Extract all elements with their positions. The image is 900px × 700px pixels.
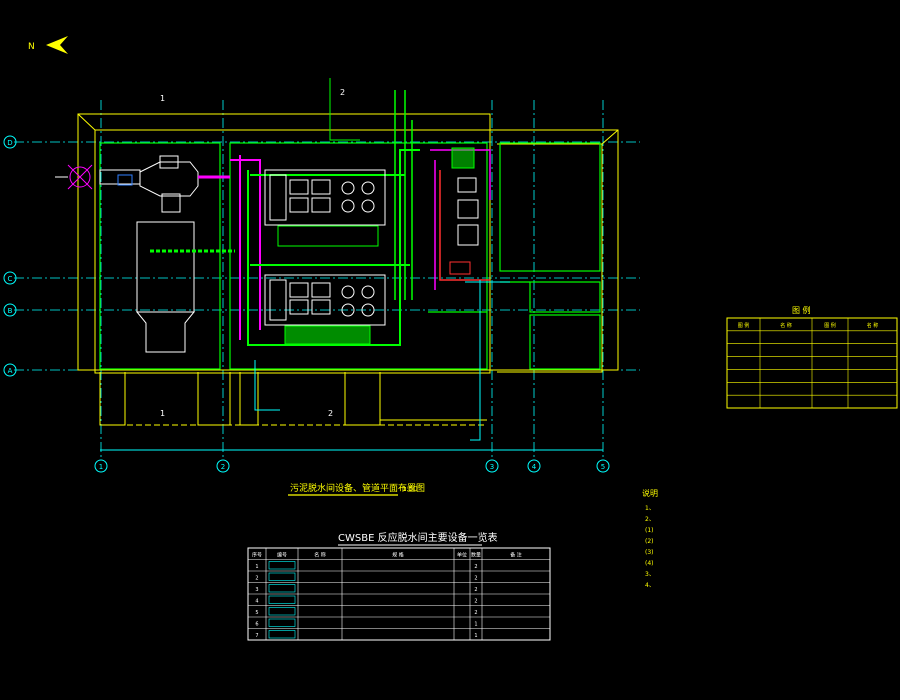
- equipment-cell: 7: [255, 633, 258, 639]
- section-mark: 1: [160, 94, 165, 103]
- note-line: 2、: [645, 516, 655, 523]
- grid-row-label: B: [8, 307, 13, 315]
- legend-header: 图 例: [824, 322, 836, 329]
- note-line: 4、: [645, 582, 655, 589]
- grid-col-label: 2: [221, 463, 225, 471]
- equipment-tag: [268, 618, 296, 627]
- legend-header: 名 称: [867, 322, 879, 329]
- equipment-cell: 2: [474, 575, 477, 581]
- legend-header: 名 称: [780, 322, 792, 329]
- equipment-header: 数量: [471, 551, 481, 558]
- equipment-header: 规 格: [392, 551, 404, 558]
- note-line: (1): [645, 527, 654, 534]
- note-line: (2): [645, 538, 654, 545]
- equipment-cell: 5: [255, 610, 258, 616]
- grid-col-label: 5: [601, 463, 605, 471]
- note-line: 1、: [645, 505, 655, 512]
- foundation-outline: [99, 372, 487, 426]
- equipment-header: 单位: [457, 551, 467, 558]
- notes-title: 说明: [642, 488, 658, 498]
- equipment-cell: 2: [474, 610, 477, 616]
- grid-lines: D C B A 1 2 3 4 5: [3, 100, 640, 473]
- equipment-cell: 2: [474, 598, 477, 604]
- grid-col-label: 4: [532, 463, 537, 471]
- grid-col-label: 1: [99, 463, 103, 471]
- grid-row-label: D: [7, 139, 12, 147]
- equipment-tag: [268, 607, 296, 616]
- plan-title: 污泥脱水间设备、管道平面布置图: [290, 482, 425, 494]
- equipment-header: 序号: [252, 551, 262, 558]
- note-line: (3): [645, 549, 654, 556]
- equipment-tag: [268, 630, 296, 639]
- equipment-cell: 1: [474, 621, 477, 627]
- equipment-header: 名 称: [314, 551, 326, 558]
- note-line: (4): [645, 560, 654, 567]
- dewatering-machine-upper: [264, 169, 386, 247]
- equipment-cell: 1: [474, 633, 477, 639]
- equipment-cell: 4: [255, 598, 258, 604]
- equipment-cell: 1: [255, 564, 258, 570]
- legend-table: 图 例 图 例名 称图 例名 称: [726, 305, 898, 409]
- equipment-table-title: CWSBE 反应脱水间主要设备一览表: [338, 531, 498, 544]
- equipment-cell: 2: [255, 575, 258, 581]
- grid-row-label: C: [8, 275, 13, 283]
- equipment-cell: 6: [255, 621, 258, 627]
- equipment-tag: [268, 561, 296, 570]
- section-mark: 2: [340, 88, 345, 97]
- blower-unit: [55, 155, 230, 213]
- plan-title-block: 污泥脱水间设备、管道平面布置图 1:50: [288, 482, 425, 496]
- plan-scale: 1:50: [402, 485, 418, 493]
- notes-block: 说明 1、 2、 (1) (2) (3) (4) 3、 4、: [642, 488, 658, 589]
- note-line: 3、: [645, 571, 655, 578]
- equipment-tag: [268, 584, 296, 593]
- equipment-tag: [268, 572, 296, 581]
- equipment-table: CWSBE 反应脱水间主要设备一览表 序号 编号 名 称 规 格 单位数量 备 注 1 2 2 2…: [247, 531, 551, 641]
- grid-row-label: A: [8, 367, 13, 375]
- legend-header: 图 例: [738, 322, 750, 329]
- room-walls: [99, 142, 601, 370]
- section-mark: 2: [328, 409, 333, 418]
- legend-title: 图 例: [792, 305, 811, 315]
- control-cabinets: [449, 147, 479, 275]
- north-arrow-label: N: [28, 42, 35, 52]
- dewatering-machine-lower: [264, 274, 386, 345]
- equipment-header: 备 注: [510, 551, 522, 558]
- equipment-cell: 2: [474, 587, 477, 593]
- building-outline: [77, 113, 619, 374]
- pipe-runs: [230, 78, 510, 441]
- equipment-cell: 3: [255, 587, 258, 593]
- equipment-cell: 2: [474, 564, 477, 570]
- sludge-tank: [135, 221, 235, 353]
- equipment-header: 编号: [277, 551, 287, 558]
- section-markers: 1 1 2 2: [160, 88, 345, 418]
- north-arrow: N: [28, 36, 68, 54]
- equipment-tag: [268, 595, 296, 604]
- section-mark: 1: [160, 409, 165, 418]
- grid-col-label: 3: [490, 463, 494, 471]
